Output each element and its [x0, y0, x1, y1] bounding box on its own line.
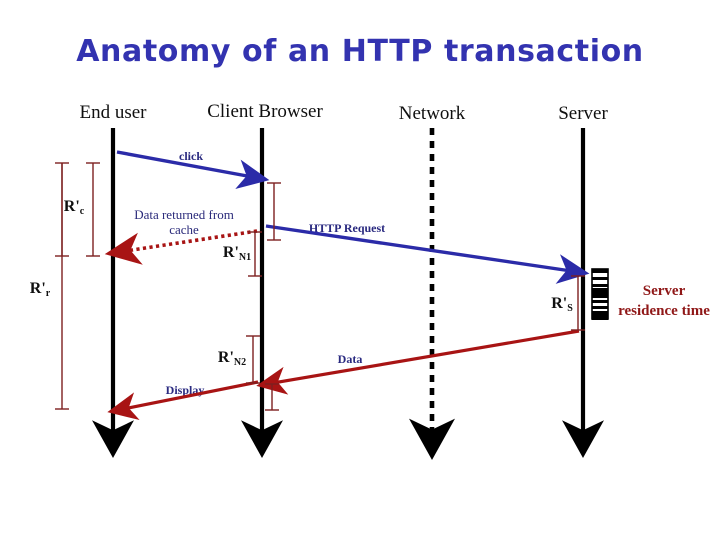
server-residence-bar: [591, 268, 609, 320]
measure-label-rn1: R'N1: [222, 244, 252, 263]
flow-arrow-http-request: [265, 224, 590, 284]
flow-label-data: Data: [337, 352, 363, 366]
column-header-network: Network: [398, 103, 466, 124]
measure-base-rr: R': [29, 280, 46, 297]
measure-sub-rr: r: [45, 288, 51, 299]
measure-label-rr: R'r: [29, 280, 51, 299]
measure-label-rn2: R'N2: [217, 349, 247, 368]
measure-bracket-rn1: [248, 182, 281, 277]
flow-label-http-request: HTTP Request: [308, 221, 386, 235]
column-header-server: Server: [558, 103, 608, 124]
page-title: Anatomy of an HTTP transaction: [76, 34, 644, 69]
flow-arrow-display: [107, 380, 259, 421]
measure-base-rn2: R': [217, 349, 234, 366]
flow-arrow-data-returned-from-cache: [104, 229, 258, 265]
measure-bracket-rn2: [246, 335, 279, 411]
measure-sub-rn2: N2: [233, 357, 247, 368]
measure-base-rc: R': [63, 198, 80, 215]
column-header-client-browser: Client Browser: [207, 101, 323, 122]
column-header-end-user: End user: [79, 102, 147, 123]
measure-sub-rn1: N1: [238, 252, 252, 263]
measure-base-rs: R': [551, 295, 568, 312]
server-residence-time-label: Server residence time: [618, 283, 710, 319]
measure-bracket-rs: [571, 275, 585, 331]
measure-sub-rc: c: [79, 206, 85, 217]
flow-arrow-click: [116, 150, 270, 190]
measure-bracket-rr: [55, 163, 69, 410]
measure-label-rs: R'S: [551, 295, 573, 314]
flow-arrow-data: [256, 329, 580, 395]
measure-sub-rs: S: [567, 303, 573, 314]
measure-label-rc: R'c: [63, 198, 85, 217]
flow-label-data-returned-from-cache: Data returned from cache: [134, 207, 234, 237]
measure-base-rn1: R': [222, 244, 239, 261]
flow-label-click: click: [179, 149, 203, 163]
